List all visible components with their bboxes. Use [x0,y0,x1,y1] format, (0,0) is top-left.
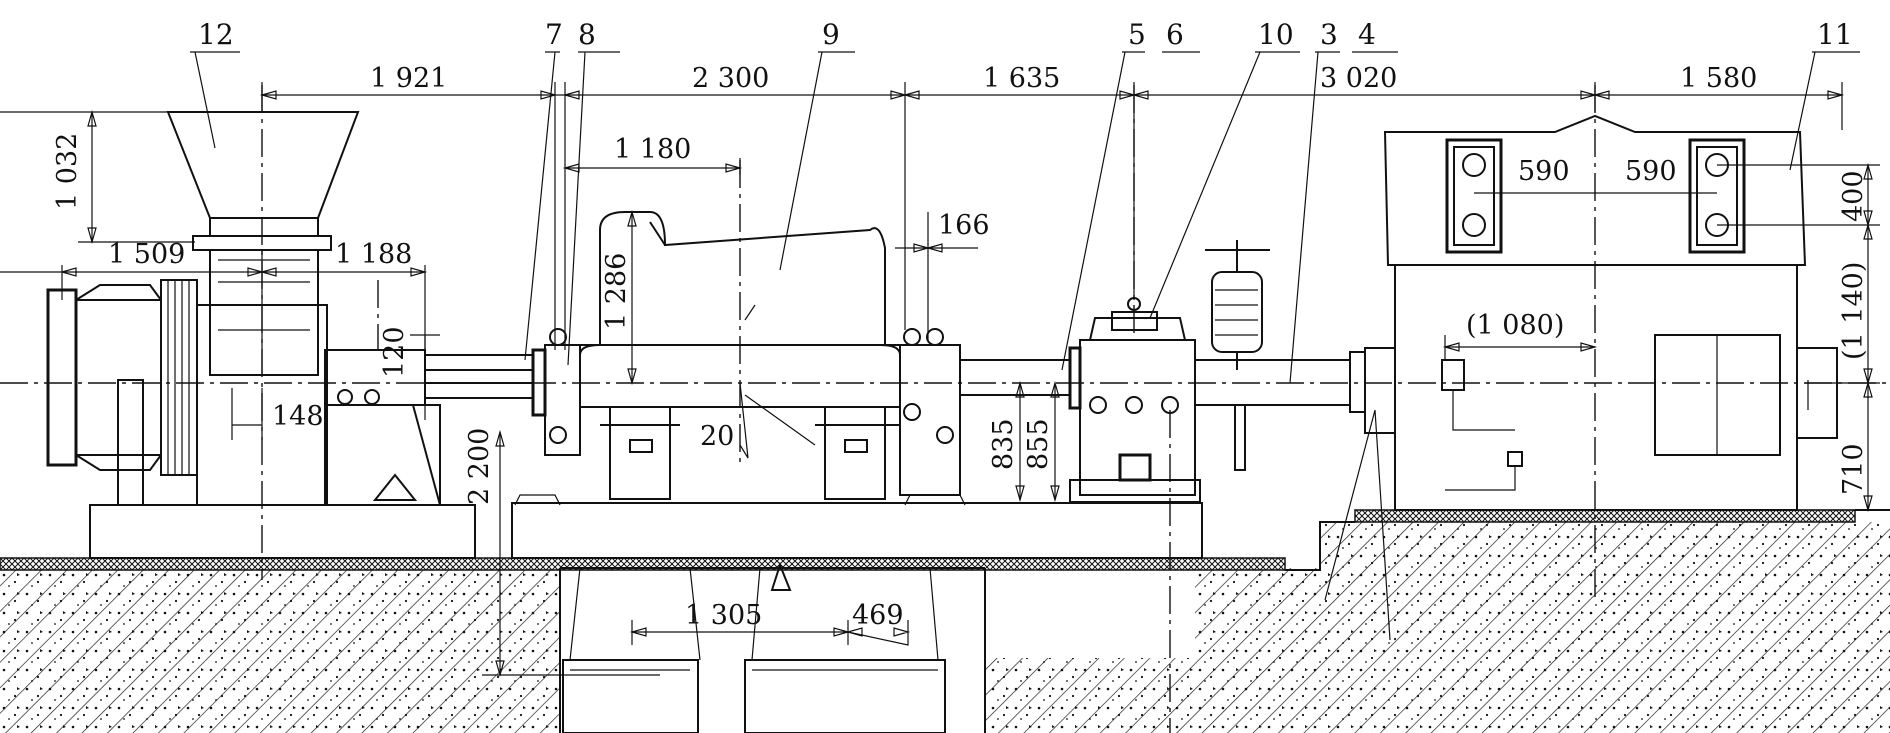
dim-1032: 1 032 [52,133,83,210]
gearbox-9 [544,211,961,500]
torque-meter-10 [1069,297,1201,503]
dim-3020: 3 020 [1320,63,1397,94]
dim-1580: 1 580 [1680,63,1757,94]
foundation [0,509,1890,733]
dim-166: 166 [938,210,990,241]
motor-dimensions: 590 590 (1 080) 400 (1 140) 710 [1442,156,1880,513]
dim-1080: (1 080) [1466,310,1564,341]
dim-1635: 1 635 [983,63,1060,94]
part-label-9: 9 [822,18,840,51]
dim-1180: 1 180 [614,134,691,165]
dim-469: 469 [852,600,904,631]
base-plate [511,502,1203,559]
part-label-4: 4 [1358,18,1376,51]
valve [1205,240,1270,370]
dim-1188: 1 188 [335,239,412,270]
dim-590-left: 590 [1518,156,1570,187]
part-label-12: 12 [198,18,234,51]
dim-835: 835 [988,418,1019,470]
dim-1509: 1 509 [108,239,185,270]
dim-590-right: 590 [1625,156,1677,187]
left-dimensions: 1 032 1 509 1 188 120 148 [0,109,440,440]
part-label-10: 10 [1258,18,1294,51]
dim-20: 20 [700,421,734,452]
torque-dimensions: 835 855 [988,380,1060,503]
part-label-8: 8 [578,18,596,51]
dim-855: 855 [1023,418,1054,470]
dim-1286: 1 286 [601,253,632,330]
dim-1140: (1 140) [1838,262,1869,360]
gearbox-dimensions: 1 180 1 286 166 20 2 200 1 305 469 [464,134,990,678]
motor-11 [1383,114,1838,511]
dim-2200: 2 200 [464,428,495,505]
part-labels: 12 7 8 9 5 6 10 3 4 11 [190,18,1860,384]
part-label-3: 3 [1320,18,1338,51]
dim-2300: 2 300 [692,63,769,94]
dim-1921: 1 921 [370,63,447,94]
part-label-11: 11 [1817,18,1853,51]
motor-12 [46,111,476,559]
dim-120: 120 [379,326,410,378]
dim-400: 400 [1838,170,1869,222]
top-dimension-chain: 1 921 2 300 1 635 3 020 1 580 [0,63,1845,350]
dim-710: 710 [1838,443,1869,495]
part-label-6: 6 [1166,18,1184,51]
part-label-7: 7 [545,18,563,51]
part-label-5: 5 [1128,18,1146,51]
dim-148: 148 [272,401,324,432]
dim-1305: 1 305 [685,600,762,631]
shaft-right [1194,347,1396,471]
